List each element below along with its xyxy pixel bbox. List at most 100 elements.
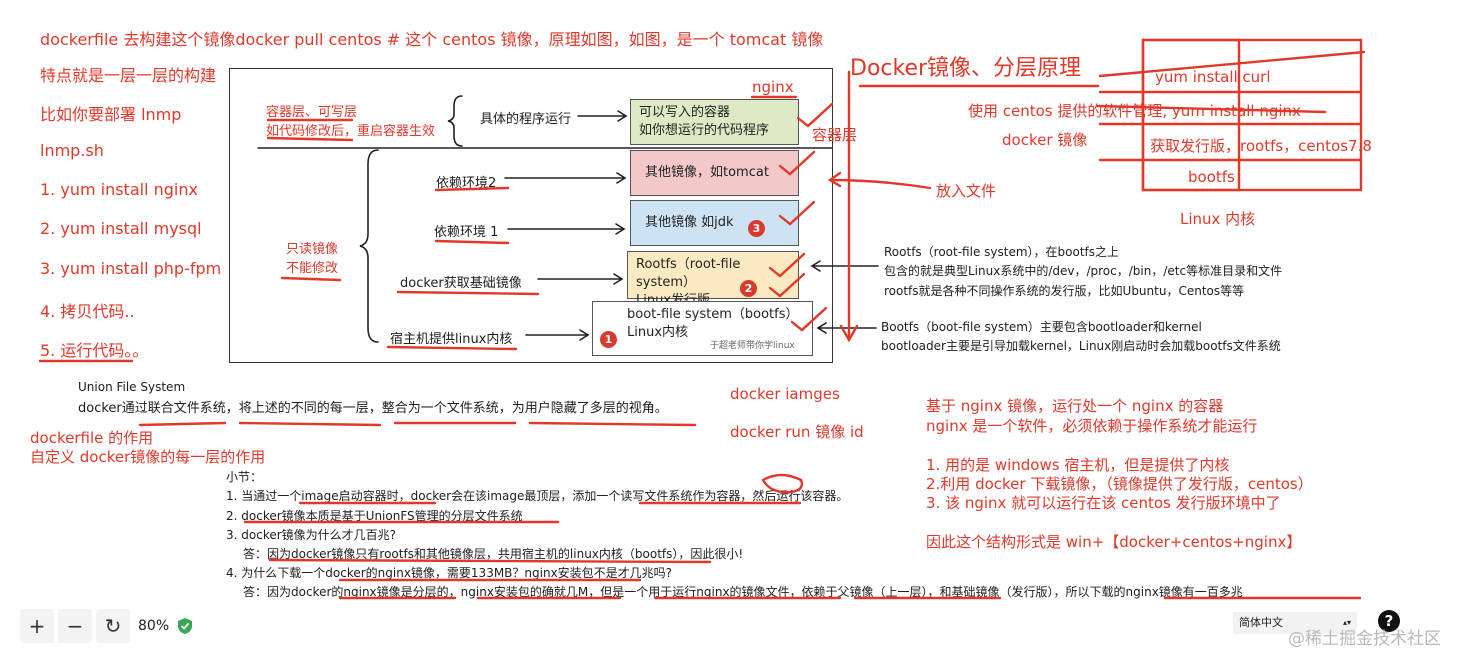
host-kernel-label: 宿主机提供linux内核 [390,332,513,347]
container-layer-box: 可以写入的容器 如你想运行的代码程序 [630,99,799,145]
summary-answer-3: 答：因为docker镜像只有rootfs和其他镜像层，共用宿主机的linux内核… [243,547,744,561]
docker-image-note: docker 镜像 [1002,131,1088,149]
bottom-toolbar: + − ↻ 80% [20,606,193,646]
bootfs-desc-1: Bootfs（boot-file system）主要包含bootloader和k… [881,320,1202,334]
help-button[interactable]: ? [1378,610,1400,632]
diagram-frame [229,68,833,363]
summary-item-4: 4. 为什么下载一个docker的nginx镜像，需要133MB？nginx安装… [226,566,673,580]
readonly-label-2: 不能修改 [286,261,339,276]
arrow-dep2 [504,172,627,184]
check-4 [768,252,806,278]
check-5 [768,272,806,298]
underline-right-1 [1096,104,1327,114]
underline-union-1 [138,421,227,427]
arrow-rootfs-desc [810,260,879,272]
badge-2: 2 [740,280,757,297]
dependency-1-label: 依赖环境 1 [434,225,499,240]
right-note-1: 基于 nginx 镜像，运行处一个 nginx 的容器 [926,397,1224,415]
check-3 [778,200,816,226]
language-select[interactable]: 简体中文 ▴▾ [1233,612,1357,634]
reset-zoom-button[interactable]: ↻ [96,609,130,643]
badge-1: 1 [600,331,617,348]
container-layer-text-1: 可以写入的容器 [639,105,731,120]
chevron-updown-icon: ▴▾ [1342,618,1351,627]
jdk-layer-text: 其他镜像 如jdk [645,215,734,230]
zoom-in-button[interactable]: + [20,609,54,643]
arrow-program [577,110,628,122]
base-image-label: docker获取基础镜像 [400,276,522,291]
underline-union-4 [528,421,697,427]
badge-3: 3 [748,220,765,237]
centos-pkg-note: 使用 centos 提供的软件管理, yum install nginx [968,102,1301,120]
circle-container [761,473,804,494]
shield-check-icon [178,618,193,634]
script-note: lnmp.sh [40,141,104,160]
zoom-out-button[interactable]: − [58,609,92,643]
arrow-dep1 [507,223,626,235]
underline-union-2 [238,421,382,427]
yum-curl-note: yum install curl [1155,68,1271,86]
underline-readonly [280,276,342,282]
bootfs-layer-text-1: boot-file system（bootfs） [627,307,799,322]
underline-container-2 [266,136,354,142]
underline-dep1 [434,239,510,245]
container-layer-text-2: 如你想运行的代码程序 [639,123,770,138]
summary-item-1: 1. 当通过一个image启动容器时，docker会在该image最顶层，添加一… [226,489,849,503]
step-1: 1. yum install nginx [40,180,198,199]
right-note-3: 1. 用的是 windows 宿主机，但是提供了内核 [926,456,1230,474]
check-1 [796,102,834,128]
tomcat-layer-box: 其他镜像，如tomcat [630,150,799,196]
arrow-base [537,273,624,285]
tomcat-layer-text: 其他镜像，如tomcat [645,165,769,180]
step-5: 5. 运行代码。。 [40,341,149,360]
bootfs-note: bootfs [1188,168,1235,186]
readonly-brace [359,149,379,343]
arrow-put-file [827,171,932,190]
underline-host [386,345,518,351]
arrow-bootfs-desc [816,322,877,334]
summary-title: 小节： [226,470,263,484]
underline-sum-4 [268,558,712,564]
arrow-host [525,329,590,341]
right-note-2: nginx 是一个软件，必须依赖于操作系统才能运行 [926,417,1258,435]
readonly-label-1: 只读镜像 [286,242,339,257]
put-file-note: 放入文件 [936,182,997,200]
check-2 [778,150,816,176]
bootfs-desc-2: bootloader主要是引导加载kernel，Linux刚启动时会加载boot… [881,339,1281,353]
container-layer-label-2: 如代码修改后，重启容器生效 [266,124,436,139]
top-right-box [1141,38,1241,192]
step-4: 4. 拷贝代码.. [40,302,135,321]
docker-images-note: docker iamges [730,385,840,403]
summary-answer-4: 答：因为docker的nginx镜像是分层的，nginx安装包的确就几M，但是一… [243,585,1243,599]
dockerfile-note-2: 自定义 docker镜像的每一层的作用 [30,448,266,466]
vertical-arrow-head [839,324,859,343]
top-right-box-full [1141,38,1363,192]
bootfs-layer-box: boot-file system（bootfs） Linux内核 [592,301,813,356]
summary-item-2: 2. docker镜像本质是基于UnionFS管理的分层文件系统 [226,509,523,523]
step-2: 2. yum install mysql [40,219,202,238]
rootfs-desc-1: Rootfs（root-file system），在bootfs之上 [884,245,1120,259]
rootfs-desc-3: rootfs就是各种不同操作系统的发行版，比如Ubuntu，Centos等等 [884,284,1245,298]
dependency-2-label: 依赖环境2 [436,176,497,191]
program-run-label: 具体的程序运行 [480,112,572,127]
right-note-5: 3. 该 nginx 就可以运行在该 centos 发行版环境中了 [926,494,1281,512]
container-brace [447,95,463,147]
underline-base [396,290,540,296]
underline-dep2 [434,186,510,192]
right-note-6: 因此这个结构形式是 win+【docker+centos+nginx】 [926,533,1302,551]
author-signature: 于超老师带你学linux [710,341,795,351]
page-heading: Docker镜像、分层原理 [850,56,1082,81]
jdk-layer-box: 其他镜像 如jdk [630,200,799,246]
underline-heading-2 [1098,50,1366,78]
language-select-value: 简体中文 [1239,616,1283,629]
watermark: @稀土掘金技术社区 [1288,629,1441,649]
check-6 [790,306,828,332]
get-dist-note: 获取发行版，rootfs，centos7.8 [1150,137,1372,155]
kernel-note: Linux 内核 [1180,210,1256,228]
dockerfile-note-1: dockerfile 的作用 [30,429,154,447]
rootfs-desc-2: 包含的就是典型Linux系统中的/dev，/proc，/bin，/etc等标准目… [884,264,1283,278]
title-line: dockerfile 去构建这个镜像docker pull centos # 这… [40,30,824,49]
right-note-4: 2.利用 docker 下载镜像，（镜像提供了发行版，centos） [926,475,1313,493]
union-fs-title: Union File System [78,380,186,394]
